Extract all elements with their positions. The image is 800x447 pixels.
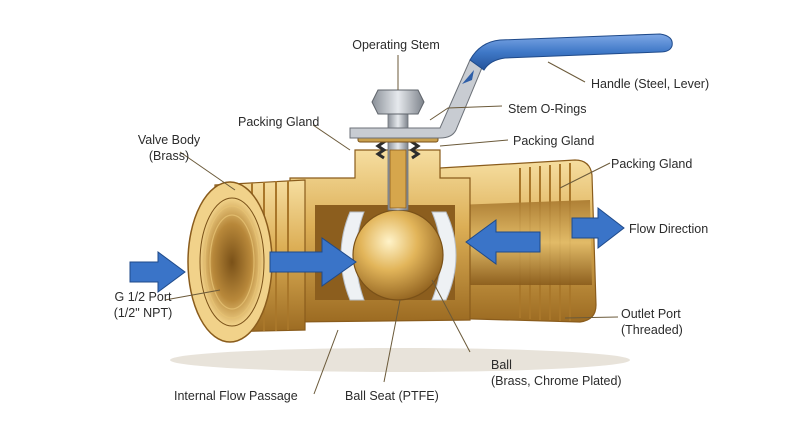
label-port: G 1/2 Port (1/2" NPT) — [113, 290, 173, 320]
arrow-outlet — [571, 206, 625, 250]
shadow — [170, 348, 630, 372]
arrow-inlet — [129, 251, 186, 293]
label-valve-body: Valve Body (Brass) — [137, 133, 201, 163]
hex-nut — [371, 89, 425, 115]
label-operating-stem: Operating Stem — [352, 38, 440, 52]
label-handle: Handle (Steel, Lever) — [591, 77, 710, 91]
label-packing-gland-mid: Packing Gland — [513, 134, 595, 148]
inlet-port-threads — [204, 205, 260, 319]
stem-brass — [389, 149, 407, 209]
label-ball: Ball (Brass, Chrome Plated) — [491, 358, 622, 388]
arrow-internal — [269, 237, 357, 287]
leader-lines — [164, 55, 619, 395]
label-packing-gland-left: Packing Gland — [238, 115, 320, 129]
label-internal-flow-passage: Internal Flow Passage — [174, 389, 298, 403]
label-ball-seat: Ball Seat (PTFE) — [345, 389, 439, 403]
label-stem-o-rings: Stem O-Rings — [508, 102, 587, 116]
label-outlet-port: Outlet Port (Threaded) — [621, 307, 683, 337]
seat-right — [431, 211, 457, 301]
ball — [352, 209, 444, 301]
arrow-counter — [465, 219, 541, 265]
label-packing-gland-right: Packing Gland — [611, 157, 693, 171]
handle-grip — [469, 33, 673, 71]
handle-arrow-mark — [462, 70, 474, 84]
label-flow-direction: Flow Direction — [629, 222, 709, 236]
